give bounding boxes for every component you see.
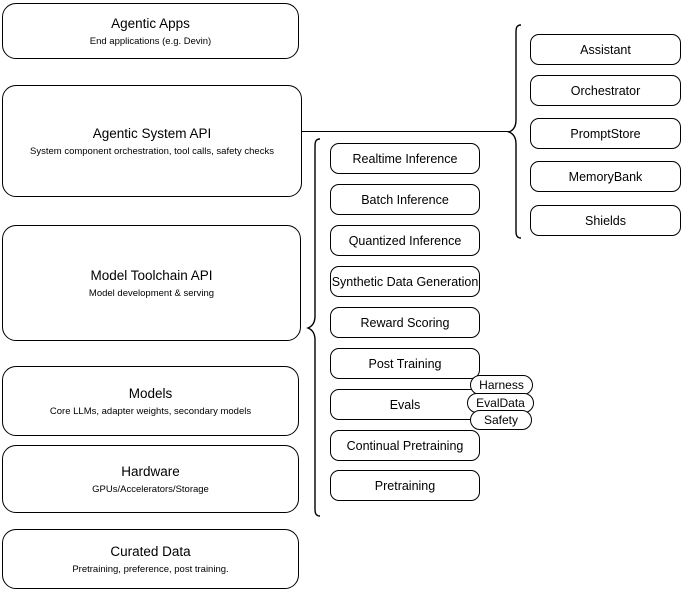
mini-pill-label: Harness: [479, 378, 524, 392]
pill-reward-scoring[interactable]: Reward Scoring: [330, 307, 480, 338]
layer-subtitle: Pretraining, preference, post training.: [72, 563, 229, 575]
pill-continual-pretraining[interactable]: Continual Pretraining: [330, 430, 480, 461]
pill-pretraining[interactable]: Pretraining: [330, 470, 480, 501]
pill-label: Continual Pretraining: [346, 438, 464, 453]
layer-box-hardware[interactable]: Hardware GPUs/Accelerators/Storage: [2, 445, 299, 513]
mini-pill-harness[interactable]: Harness: [470, 375, 533, 395]
connector-agentic-system-to-components: [302, 131, 509, 133]
layer-title: Hardware: [121, 463, 180, 479]
pill-label: Assistant: [580, 42, 631, 57]
layer-subtitle: System component orchestration, tool cal…: [30, 145, 274, 157]
layer-title: Agentic System API: [92, 125, 212, 141]
brace-model-toolchain: [306, 138, 321, 517]
layer-box-model-toolchain-api[interactable]: Model Toolchain API Model development & …: [2, 225, 301, 341]
mini-pill-label: Safety: [483, 413, 519, 427]
pill-synthetic-data-generation[interactable]: Synthetic Data Generation: [330, 266, 480, 297]
pill-label: Quantized Inference: [348, 233, 462, 248]
layer-subtitle: GPUs/Accelerators/Storage: [92, 483, 209, 495]
pill-label: Shields: [585, 213, 626, 228]
layer-title: Model Toolchain API: [90, 267, 213, 283]
pill-label: MemoryBank: [568, 169, 643, 184]
pill-post-training[interactable]: Post Training: [330, 348, 480, 379]
layer-title: Curated Data: [110, 543, 191, 559]
mini-pill-safety[interactable]: Safety: [470, 410, 532, 430]
pill-evals[interactable]: Evals: [330, 389, 480, 420]
pill-quantized-inference[interactable]: Quantized Inference: [330, 225, 480, 256]
layer-subtitle: Core LLMs, adapter weights, secondary mo…: [49, 405, 252, 417]
pill-label: Realtime Inference: [352, 151, 458, 166]
pill-memorybank[interactable]: MemoryBank: [530, 161, 681, 192]
pill-label: Synthetic Data Generation: [331, 274, 479, 289]
pill-label: Orchestrator: [570, 83, 641, 98]
layer-subtitle: End applications (e.g. Devin): [89, 35, 212, 47]
pill-label: Reward Scoring: [360, 315, 450, 330]
layer-box-models[interactable]: Models Core LLMs, adapter weights, secon…: [2, 366, 299, 436]
mini-pill-label: EvalData: [476, 396, 525, 410]
layer-box-agentic-system-api[interactable]: Agentic System API System component orch…: [2, 85, 302, 197]
layer-box-agentic-apps[interactable]: Agentic Apps End applications (e.g. Devi…: [2, 3, 299, 59]
pill-label: Evals: [389, 397, 421, 412]
pill-orchestrator[interactable]: Orchestrator: [530, 75, 681, 106]
layer-subtitle: Model development & serving: [88, 287, 215, 299]
layer-title: Agentic Apps: [111, 15, 190, 31]
pill-realtime-inference[interactable]: Realtime Inference: [330, 143, 480, 174]
pill-promptstore[interactable]: PromptStore: [530, 118, 681, 149]
layer-title: Models: [128, 385, 173, 401]
pill-label: PromptStore: [570, 126, 641, 141]
pill-batch-inference[interactable]: Batch Inference: [330, 184, 480, 215]
pill-label: Post Training: [368, 356, 442, 371]
layer-box-curated-data[interactable]: Curated Data Pretraining, preference, po…: [2, 529, 299, 589]
pill-label: Batch Inference: [361, 192, 449, 207]
pill-shields[interactable]: Shields: [530, 205, 681, 236]
pill-label: Pretraining: [374, 478, 436, 493]
pill-assistant[interactable]: Assistant: [530, 34, 681, 65]
brace-agentic-system: [507, 24, 522, 239]
